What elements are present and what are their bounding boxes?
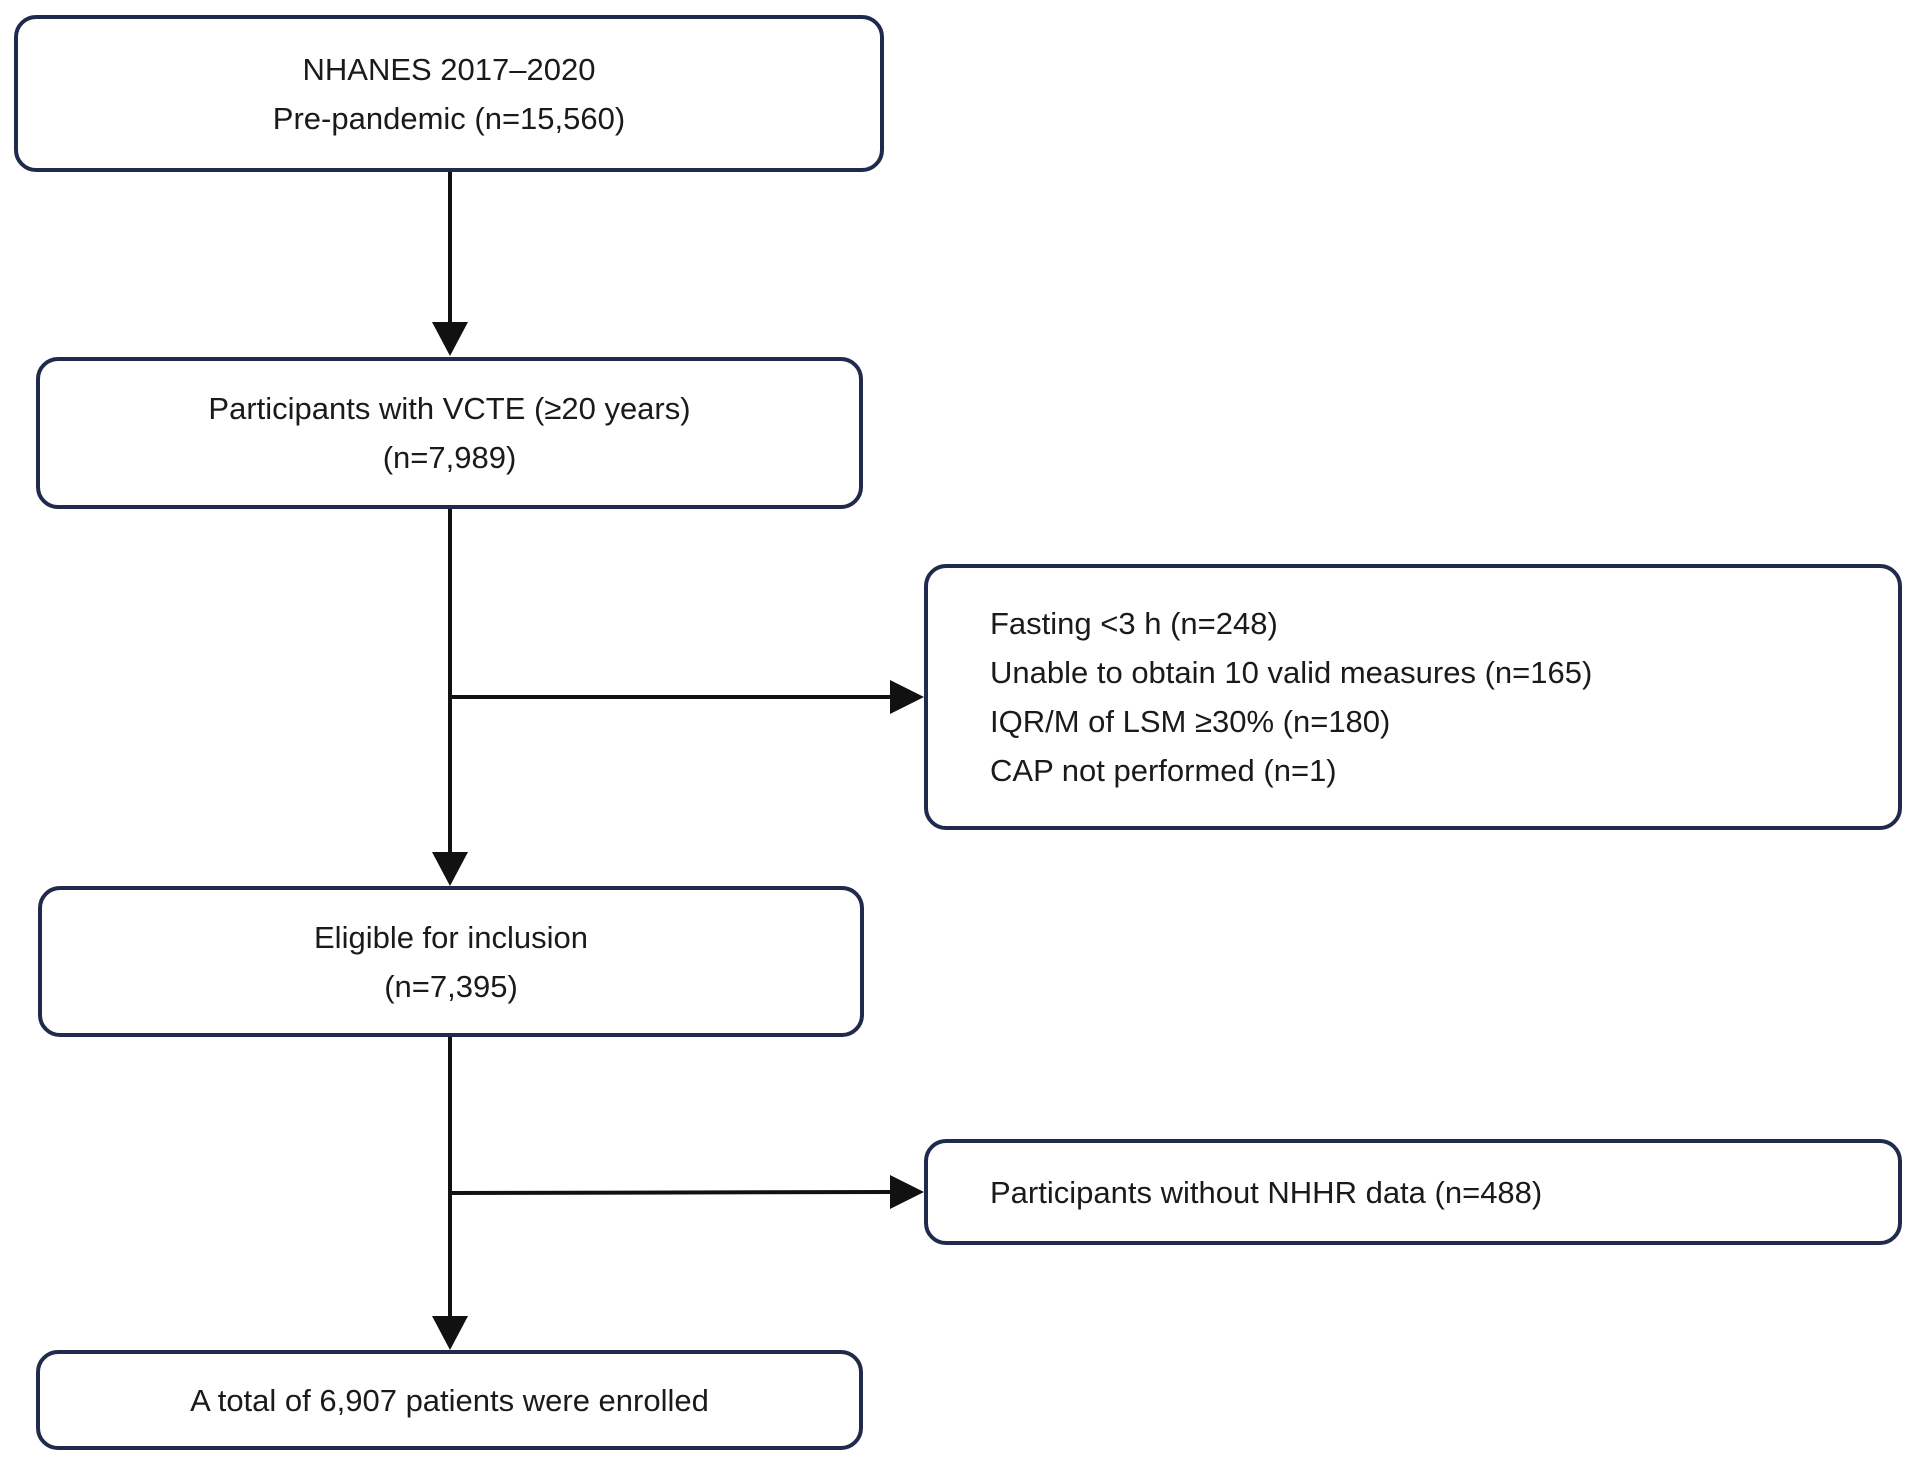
exclusion-line: Fasting <3 h (n=248)	[990, 606, 1278, 641]
box-text-line: Eligible for inclusion	[314, 919, 588, 955]
box-text-line: Participants with VCTE (≥20 years)	[208, 391, 691, 426]
arrow-branch-exclusions-2	[449, 1190, 891, 1195]
exclusion-line: Unable to obtain 10 valid measures (n=16…	[990, 655, 1593, 690]
box-text-line: A total of 6,907 patients were enrolled	[190, 1382, 709, 1418]
box-eligible: Eligible for inclusion (n=7,395)	[38, 886, 864, 1037]
exclusion-line: CAP not performed (n=1)	[990, 753, 1337, 788]
exclusion-line: IQR/M of LSM ≥30% (n=180)	[990, 704, 1391, 739]
box-text-line: NHANES 2017–2020	[302, 51, 596, 87]
exclusion-line: Participants without NHHR data (n=488)	[990, 1174, 1543, 1210]
arrowhead-start-to-vcte	[432, 322, 468, 356]
box-text-line: Pre-pandemic (n=15,560)	[272, 100, 626, 136]
arrowhead-branch-exclusions-2	[890, 1175, 924, 1209]
box-text-line: (n=7,395)	[384, 968, 518, 1004]
box-exclusions-2: Participants without NHHR data (n=488)	[924, 1139, 1902, 1245]
arrowhead-branch-exclusions-1	[890, 680, 924, 714]
box-nhanes-start: NHANES 2017–2020 Pre-pandemic (n=15,560)	[14, 15, 884, 172]
box-exclusions-1: Fasting <3 h (n=248) Unable to obtain 10…	[924, 564, 1902, 830]
box-text-line: (n=7,989)	[382, 440, 517, 475]
box-enrolled: A total of 6,907 patients were enrolled	[36, 1350, 863, 1450]
arrowhead-eligible-to-enrolled	[432, 1316, 468, 1350]
arrowhead-vcte-to-eligible	[432, 852, 468, 886]
box-vcte-participants: Participants with VCTE (≥20 years) (n=7,…	[36, 357, 863, 509]
